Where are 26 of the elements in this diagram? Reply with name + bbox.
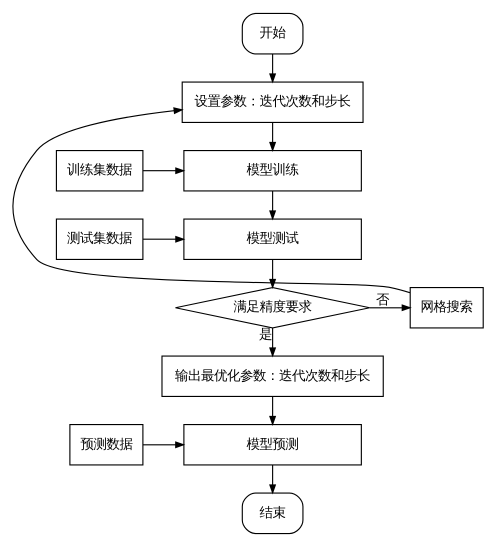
node-box: 输出最优化参数：迭代次数和步长	[161, 354, 384, 397]
arrow	[269, 396, 276, 426]
edge-label: 是	[258, 326, 272, 342]
arrow	[269, 122, 276, 152]
edge-label: 否	[376, 291, 390, 308]
node-box: 开始	[242, 12, 304, 54]
arrow	[370, 304, 412, 311]
arrow	[143, 440, 186, 448]
arrow	[12, 106, 410, 293]
arrow	[269, 464, 276, 494]
arrow	[269, 259, 276, 288]
node-box: 测试集数据	[56, 218, 144, 260]
node-box: 模型训练	[183, 149, 362, 192]
node-box: 设置参数：迭代次数和步长	[182, 80, 364, 122]
node-box: 结束	[242, 492, 304, 534]
arrow	[269, 328, 276, 357]
arrow	[269, 54, 276, 83]
arrow	[269, 190, 276, 220]
node-diamond: 满足精度要求	[174, 286, 370, 328]
node-box: 模型测试	[183, 218, 362, 260]
node-box: 预测数据	[69, 424, 144, 466]
node-box: 网格搜索	[410, 286, 484, 328]
node-box: 模型预测	[183, 424, 362, 466]
arrow	[143, 235, 186, 242]
arrow	[143, 166, 186, 174]
node-box: 训练集数据	[56, 149, 144, 192]
